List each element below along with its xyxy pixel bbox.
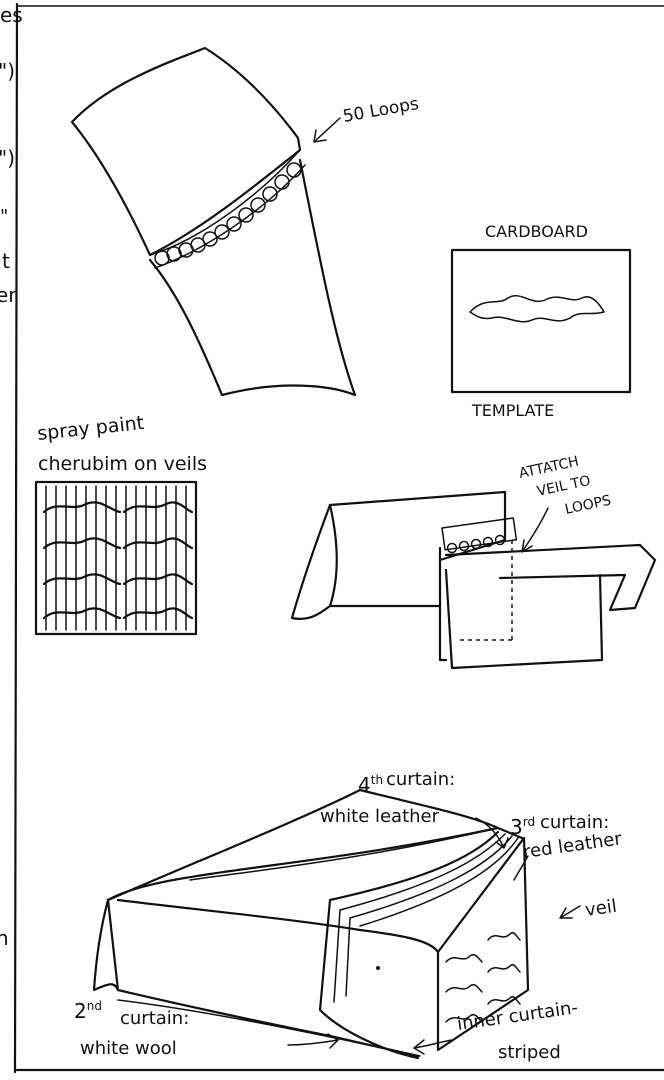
margin-fragment-2: ")	[0, 59, 15, 83]
margin-fragment-6: er	[0, 283, 17, 307]
fourth-curtain-line1: curtain:	[386, 769, 455, 790]
template-top-label: CARDBOARD	[485, 222, 588, 241]
margin-fragment-1: es	[0, 3, 23, 27]
third-curtain-line1: curtain:	[540, 812, 609, 833]
margin-fragment-3: ")	[0, 146, 15, 170]
margin-fragment-5: t	[2, 249, 10, 273]
margin-fragment-7: n	[0, 926, 9, 950]
second-curtain-line1: curtain:	[120, 1008, 189, 1029]
veil-label: veil	[584, 896, 618, 921]
template-bottom-label: TEMPLATE	[471, 401, 554, 420]
second-curtain-line2: white wool	[80, 1038, 177, 1059]
inner-curtain-line2: striped	[498, 1042, 561, 1063]
margin-fragment-4: "	[0, 206, 8, 227]
veil-paint-line2: cherubim on veils	[38, 453, 207, 475]
fourth-curtain-line2: white leather	[320, 806, 440, 827]
